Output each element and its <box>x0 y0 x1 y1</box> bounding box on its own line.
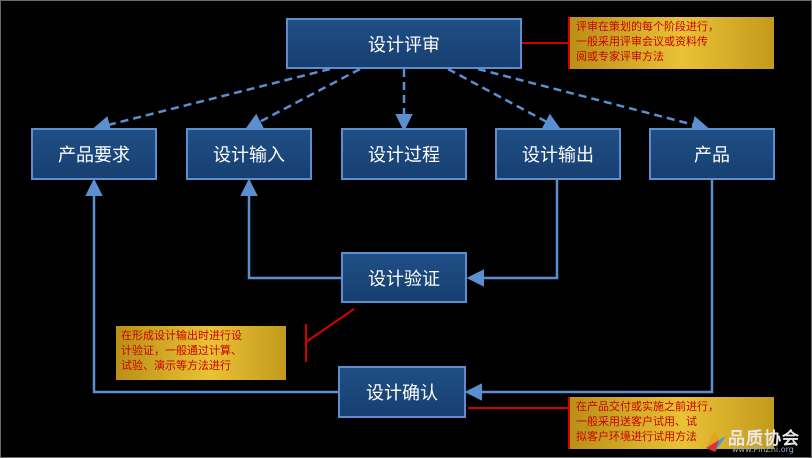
node-design-validation: 设计确认 <box>338 366 466 418</box>
note-review-line-1: 评审在策划的每个阶段进行， <box>576 20 719 33</box>
watermark: 品质协会 www.PinZhi.org <box>696 424 812 458</box>
watermark-logo-icon <box>706 430 726 452</box>
arrow-product-to-validation <box>464 180 714 401</box>
node-design-verification: 设计验证 <box>341 252 467 303</box>
node-design-output: 设计输出 <box>495 128 621 180</box>
arrow-output-to-verification <box>466 180 559 287</box>
note-verification-line-1: 在形成设计输出时进行设 <box>121 329 242 342</box>
arrow-verification-to-input <box>240 178 341 280</box>
note-validation: 在产品交付或实施之前进行， 一般采用送客户试用、试 拟客户环境进行试用方法 <box>568 397 774 449</box>
dashed-arrow-to-product-req <box>92 67 331 134</box>
node-design-review: 设计评审 <box>286 18 522 69</box>
arrow-validation-to-product-req <box>85 178 338 394</box>
watermark-url: www.PinZhi.org <box>732 445 794 454</box>
node-product: 产品 <box>649 128 775 180</box>
node-product-requirements: 产品要求 <box>31 128 157 180</box>
watermark-name: 品质协会 <box>728 429 800 449</box>
dashed-arrow-to-design-output <box>447 67 562 130</box>
note-verification-line-2: 计验证，一般通过计算、 <box>121 344 242 357</box>
note-review: 评审在策划的每个阶段进行， 一般采用评审会议或资料传 阅或专家评审方法 <box>568 17 774 69</box>
leader-line-verification <box>305 308 355 343</box>
dashed-arrow-to-design-input <box>244 67 361 130</box>
node-design-process: 设计过程 <box>341 128 467 180</box>
note-validation-line-3: 拟客户环境进行试用方法 <box>576 430 697 443</box>
note-validation-line-1: 在产品交付或实施之前进行， <box>576 400 719 413</box>
note-review-line-2: 一般采用评审会议或资料传 <box>576 35 708 48</box>
note-verification-line-3: 试验、演示等方法进行 <box>121 359 231 372</box>
dashed-arrow-to-product <box>477 67 710 133</box>
node-design-input: 设计输入 <box>186 128 312 180</box>
note-validation-line-2: 一般采用送客户试用、试 <box>576 415 697 428</box>
note-review-line-3: 阅或专家评审方法 <box>576 50 664 63</box>
note-verification: 在形成设计输出时进行设 计验证，一般通过计算、 试验、演示等方法进行 <box>116 326 286 380</box>
